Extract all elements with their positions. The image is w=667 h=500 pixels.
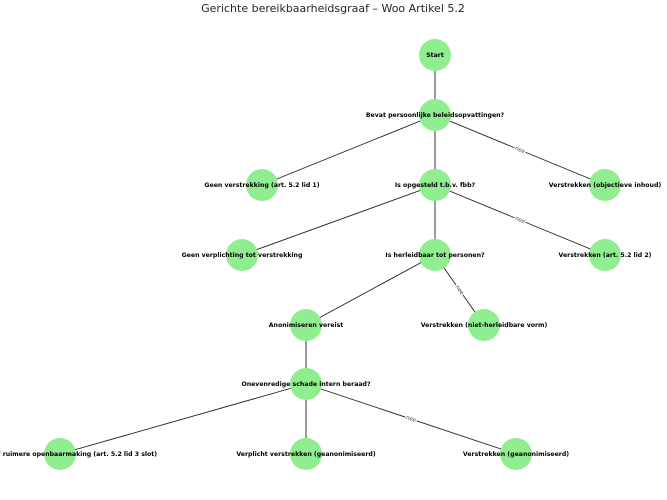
node-start bbox=[419, 39, 451, 71]
edge-q4-weig bbox=[59, 383, 307, 455]
nodes-layer bbox=[44, 39, 621, 470]
node-label-nietherl: Verstrekken (niet-herleidbare vorm) bbox=[421, 322, 548, 329]
node-label-q4: Onevenredige schade intern beraad? bbox=[241, 381, 371, 388]
node-anon bbox=[290, 309, 322, 341]
edge-label-bg bbox=[513, 214, 528, 226]
edge-label-bg bbox=[453, 282, 467, 297]
node-label-anon: Anonimiseren vereist bbox=[269, 322, 344, 329]
node-geen1 bbox=[246, 169, 278, 201]
node-label-weig: Weigeren / ruimere openbaarmaking (art. … bbox=[0, 451, 157, 458]
edge-label-bg bbox=[513, 144, 528, 156]
node-obj bbox=[589, 169, 621, 201]
edge-q2-geenplicht bbox=[241, 184, 436, 256]
node-label-geen1: Geen verstrekking (art. 5.2 lid 1) bbox=[204, 182, 319, 189]
edge-label: nee bbox=[514, 146, 526, 156]
edge-q3-anon bbox=[305, 254, 436, 326]
node-lid2 bbox=[589, 239, 621, 271]
node-label-start: Start bbox=[426, 52, 444, 59]
edge-label: nee bbox=[514, 216, 526, 226]
edge-label: nee bbox=[454, 284, 465, 296]
node-q4 bbox=[290, 368, 322, 400]
node-geenplicht bbox=[226, 239, 258, 271]
node-label-verpl: Verplicht verstrekken (geanonimiseerd) bbox=[236, 451, 375, 458]
edges-layer bbox=[59, 55, 606, 455]
node-weig bbox=[44, 438, 76, 470]
edge-label: nee bbox=[405, 415, 417, 424]
node-label-q2: Is opgesteld t.b.v. fbb? bbox=[395, 182, 476, 189]
node-label-q1: Bevat persoonlijke beleidsopvattingen? bbox=[366, 112, 505, 119]
node-label-geenplicht: Geen verplichting tot verstrekking bbox=[182, 252, 303, 259]
node-verpl bbox=[290, 438, 322, 470]
node-label-obj: Verstrekken (objectieve inhoud) bbox=[549, 182, 662, 189]
node-q2 bbox=[419, 169, 451, 201]
edge-q1-geen1 bbox=[261, 114, 436, 186]
node-verstr bbox=[500, 438, 532, 470]
node-q1 bbox=[419, 99, 451, 131]
node-label-q3: Is herleidbaar tot personen? bbox=[385, 252, 485, 259]
graph-title: Gerichte bereikbaarheidsgraaf – Woo Arti… bbox=[201, 2, 465, 15]
node-label-lid2: Verstrekken (art. 5.2 lid 2) bbox=[559, 252, 652, 259]
edge-label-bg bbox=[404, 413, 418, 424]
node-nietherl bbox=[468, 309, 500, 341]
node-label-verstr: Verstrekken (geanonimiseerd) bbox=[463, 451, 569, 458]
node-q3 bbox=[419, 239, 451, 271]
